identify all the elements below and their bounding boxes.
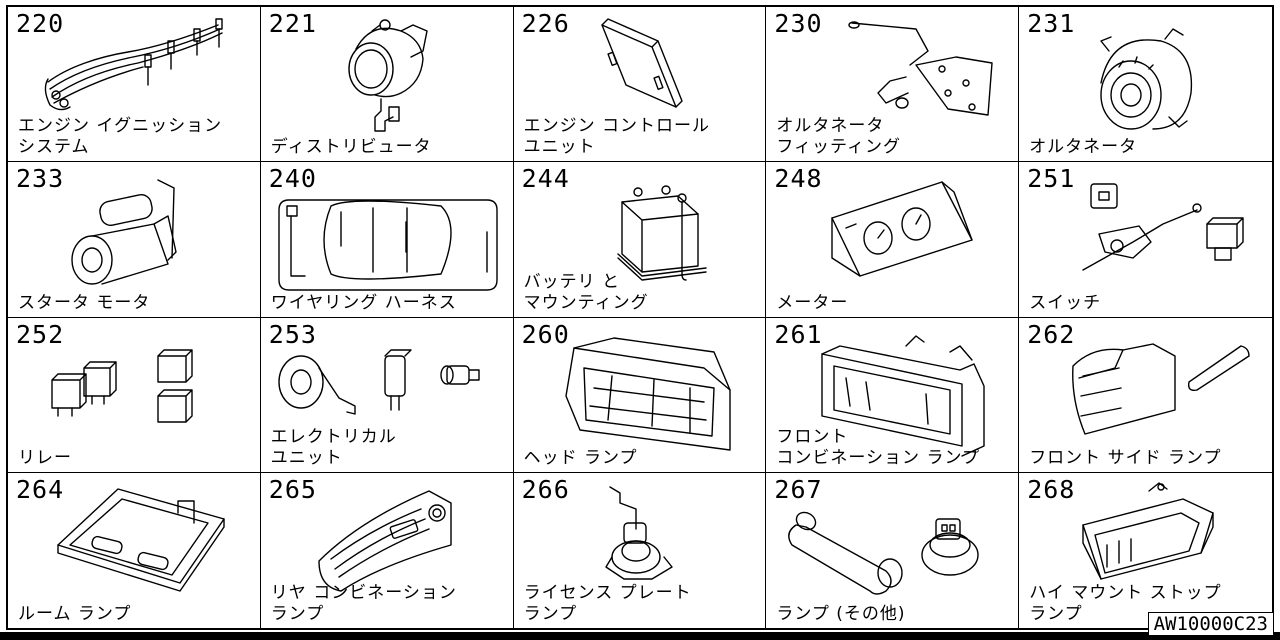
bulb-icon [788,511,980,595]
part-cell-221[interactable]: 221 ディストリビュータ [260,7,514,163]
part-name: メーター [776,292,849,313]
part-code: 253 [268,319,317,349]
part-cell-253[interactable]: 253 エレクトリカル ユニット [260,317,514,473]
part-name: ランプ (その他) [776,604,906,624]
part-name: ルーム ランプ [18,604,132,624]
part-cell-248[interactable]: 248 メーター [766,162,1020,318]
part-name: ディストリビュータ [270,137,432,158]
part-cell-265[interactable]: 265 リヤ コンビネーション ランプ [261,472,514,628]
part-name: ハイ マウント ストップ ランプ [1029,583,1222,624]
part-name: リヤ コンビネーション ランプ [270,583,457,624]
part-cell-266[interactable]: 266 ライセンス プレート ランプ [514,472,767,628]
part-code: 265 [268,474,317,504]
part-cell-230[interactable]: 230 オルタネータ フィッティング [766,7,1020,163]
part-name: オルタネータ フィッティング [776,116,902,158]
part-cell-251[interactable]: 251 スイッチ [1019,162,1272,318]
part-cell-244[interactable]: 244 バッテリ と マウンティング [513,162,767,318]
part-cell-268[interactable]: 268 ハイ マウント ストップ ランプ [1019,473,1272,628]
bottom-rule [0,632,1280,640]
part-code: 268 [1027,474,1076,504]
parts-category-grid: 220 エンジン イグニッション システム 221 ディストリビュータ [6,5,1274,630]
part-cell-240[interactable]: 240 ワイヤリング ハーネス [260,162,514,318]
part-code: 261 [774,319,823,349]
headlamp-icon [564,336,731,451]
part-cell-226[interactable]: 226 エンジン コントロール ユニット [513,7,767,163]
distributor-icon [348,19,428,132]
part-code: 251 [1027,164,1076,194]
part-code: 240 [268,164,317,194]
part-cell-264[interactable]: 264 ルーム ランプ [8,472,261,628]
wiring-harness-icon [278,199,498,291]
part-name: エンジン イグニッション システム [18,116,223,158]
part-code: 266 [521,474,570,504]
part-name: スタータ モータ [18,292,151,313]
part-cell-262[interactable]: 262 フロント サイド ランプ [1019,318,1272,473]
relay-icon [51,348,193,423]
part-code: 252 [16,319,65,349]
part-cell-261[interactable]: 261 フロント コンビネーション ランプ [766,317,1020,473]
part-name: スイッチ [1029,292,1102,313]
part-cell-233[interactable]: 233 スタータ モータ [8,162,261,318]
part-name: オルタネータ [1029,137,1138,158]
room-lamp-icon [57,488,225,592]
part-cell-260[interactable]: 260 ヘッド ランプ [513,317,767,473]
part-code: 230 [774,9,823,38]
part-name: ワイヤリング ハーネス [270,292,457,313]
control-unit-icon [600,18,683,108]
part-cell-252[interactable]: 252 リレー [8,317,261,473]
part-name: リレー [18,447,72,468]
part-name: ヘッド ランプ [523,447,638,468]
part-code: 226 [521,9,570,38]
part-cell-220[interactable]: 220 エンジン イグニッション システム [8,7,261,163]
part-code: 262 [1027,319,1076,349]
license-plate-lamp-icon [604,486,673,580]
part-name: フロント コンビネーション ランプ [776,426,980,468]
rear-combination-lamp-icon [318,490,452,592]
starter-motor-icon [71,179,177,285]
horn-unit-icon [278,348,480,415]
part-code: 260 [521,319,570,349]
part-code: 233 [16,164,65,194]
alternator-bracket-icon [848,21,994,116]
part-cell-231[interactable]: 231 オルタネータ [1019,7,1272,163]
part-code: 221 [268,9,317,38]
battery-icon [616,185,707,281]
part-cell-267[interactable]: 267 ランプ (その他) [766,472,1020,628]
part-code: 248 [774,164,823,194]
front-side-lamp-icon [1072,342,1250,435]
part-code: 264 [16,474,65,504]
front-combination-lamp-icon [821,334,986,457]
part-code: 244 [521,164,570,194]
part-code: 267 [774,474,823,504]
alternator-icon [1100,28,1193,130]
part-name: ライセンス プレート ランプ [523,583,692,624]
ignition-wires-icon [44,18,223,111]
part-name: バッテリ と マウンティング [523,271,649,313]
catalog-code: AW10000C23 [1147,612,1274,636]
part-code: 220 [16,9,65,38]
part-name: エンジン コントロール ユニット [523,116,710,158]
part-name: エレクトリカル ユニット [270,426,397,468]
switch-icon [1082,183,1244,271]
meter-cluster-icon [831,181,974,277]
part-name: フロント サイド ランプ [1029,447,1222,468]
high-mount-stop-lamp-icon [1082,482,1214,580]
part-code: 231 [1027,9,1076,38]
